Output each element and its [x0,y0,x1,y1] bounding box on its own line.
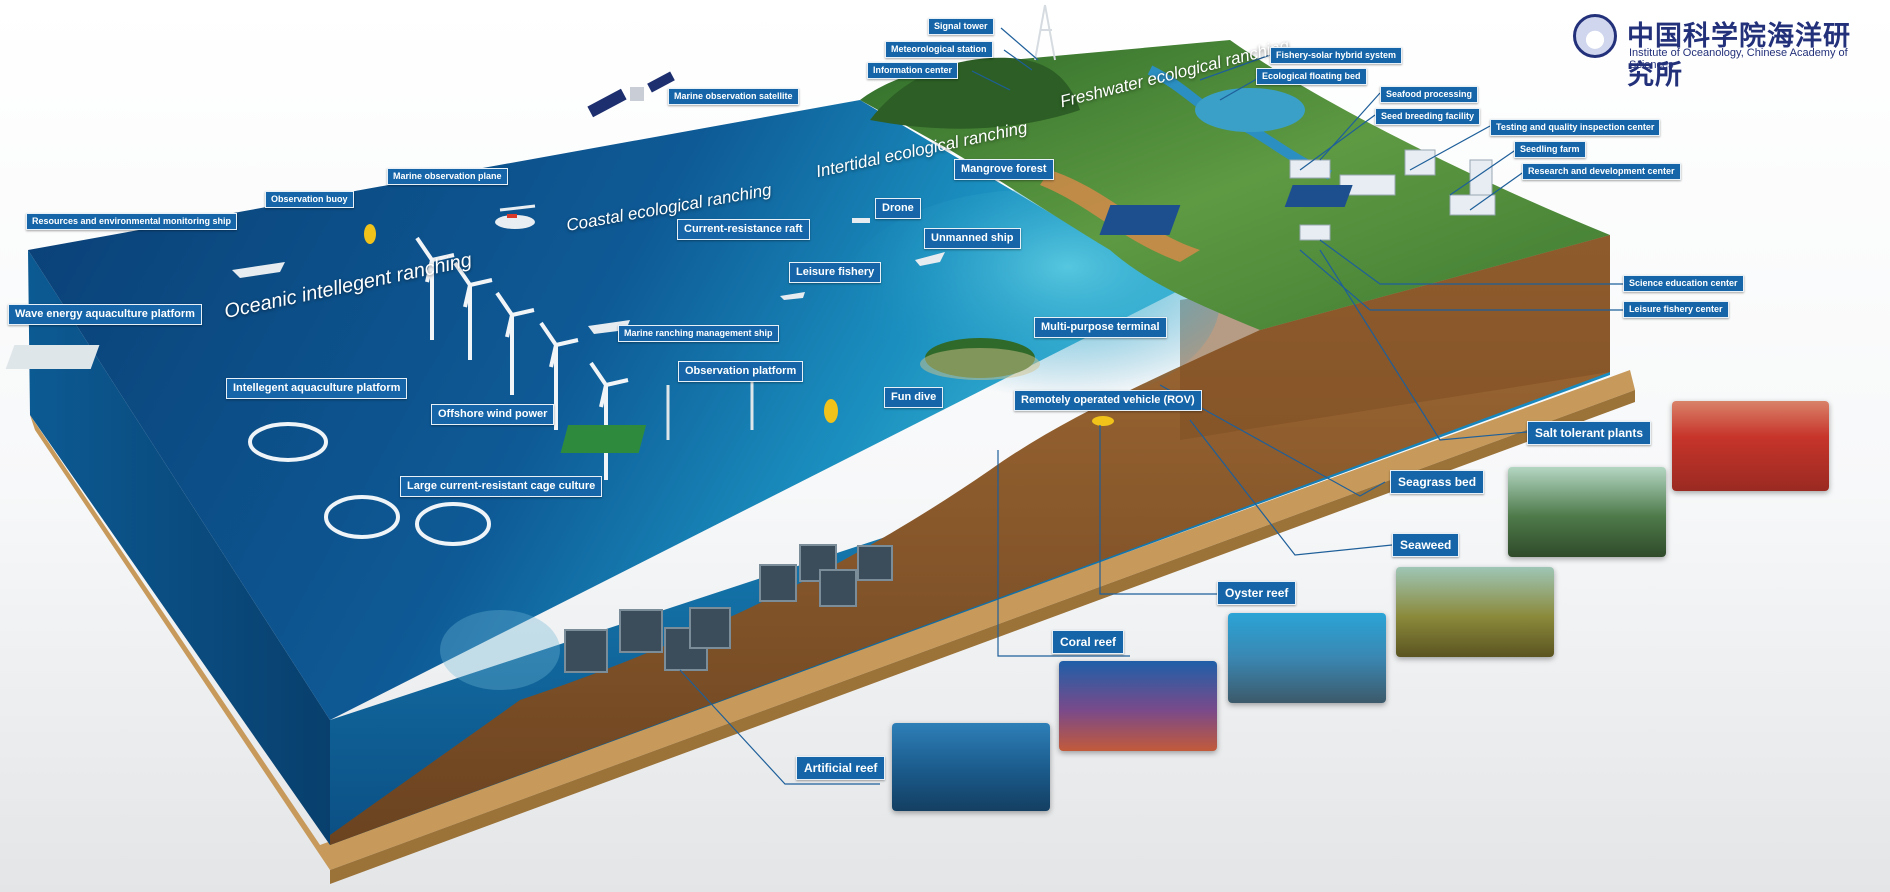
label-leisure-fishery: Leisure fishery [789,262,882,283]
solar-panels [1099,185,1353,235]
label-marine-plane: Marine observation plane [387,168,508,185]
buoy-icon [364,224,838,423]
rov-icon [1092,416,1114,426]
wind-turbine-icon [415,236,629,480]
label-meteorological-station: Meteorological station [885,41,993,58]
label-oyster-reef: Oyster reef [1217,581,1297,605]
label-mangrove: Mangrove forest [954,159,1054,180]
photo-seagrass [1508,467,1666,557]
photo-coral-reef [1059,661,1217,751]
cage-rings [248,422,491,546]
fish-school [440,610,560,690]
label-signal-tower: Signal tower [928,18,994,35]
org-name-en: Institute of Oceanology, Chinese Academy… [1629,47,1848,71]
photo-oyster-reef [1228,613,1386,703]
drone-icon [852,218,870,223]
label-seed-breeding: Seed breeding facility [1375,108,1481,125]
facility-buildings [1289,149,1496,241]
label-current-raft: Current-resistance raft [677,219,810,240]
label-testing-center: Testing and quality inspection center [1490,119,1661,136]
artificial-reef-cubes [564,544,893,673]
logo-seal-icon [1573,14,1617,58]
wave-energy-platform-shape [5,345,100,369]
label-drone: Drone [875,198,921,219]
label-coral-reef: Coral reef [1052,630,1125,654]
label-seafood-processing: Seafood processing [1380,86,1479,103]
label-fishery-solar: Fishery-solar hybrid system [1270,47,1403,64]
photo-salt-plants [1672,401,1829,491]
signal-tower-icon [1034,4,1056,61]
label-offshore-wind: Offshore wind power [431,404,555,425]
label-rov: Remotely operated vehicle (ROV) [1014,390,1202,411]
freshwater-pond [1195,88,1305,132]
label-seaweed: Seaweed [1392,533,1460,557]
label-rd-center: Research and development center [1522,163,1681,180]
label-observation-buoy: Observation buoy [265,191,354,208]
label-ranching-ship: Marine ranching management ship [618,325,779,342]
label-artificial-reef: Artificial reef [796,756,886,780]
label-fun-dive: Fun dive [884,387,944,408]
photo-artificial-reef [892,723,1050,811]
label-observation-platform: Observation platform [678,361,804,382]
satellite-icon [587,71,675,118]
photo-seaweed [1396,567,1554,657]
label-cage-culture: Large current-resistant cage culture [400,476,603,497]
label-science-education: Science education center [1623,275,1744,292]
label-marine-satellite: Marine observation satellite [668,88,799,105]
plane-icon [495,204,536,229]
label-multipurpose-terminal: Multi-purpose terminal [1034,317,1167,338]
label-monitoring-ship: Resources and environmental monitoring s… [26,213,238,230]
label-salt-plants: Salt tolerant plants [1527,421,1652,445]
label-unmanned-ship: Unmanned ship [924,228,1021,249]
ocean-front-face [28,250,330,845]
observation-platform-shape [560,425,647,453]
label-intelligent-platform: Intellegent aquaculture platform [226,378,408,399]
institute-logo: 中国科学院海洋研究所 Institute of Oceanology, Chin… [1573,14,1873,91]
label-seagrass: Seagrass bed [1390,470,1485,494]
label-ecological-floating-bed: Ecological floating bed [1256,68,1367,85]
org-name-cn: 中国科学院海洋研究所 [1627,21,1851,91]
label-seedling-farm: Seedling farm [1514,141,1586,158]
label-information-center: Information center [867,62,959,79]
label-leisure-fishery-center: Leisure fishery center [1623,301,1729,318]
hill [870,57,1080,129]
label-wave-energy: Wave energy aquaculture platform [8,304,202,325]
